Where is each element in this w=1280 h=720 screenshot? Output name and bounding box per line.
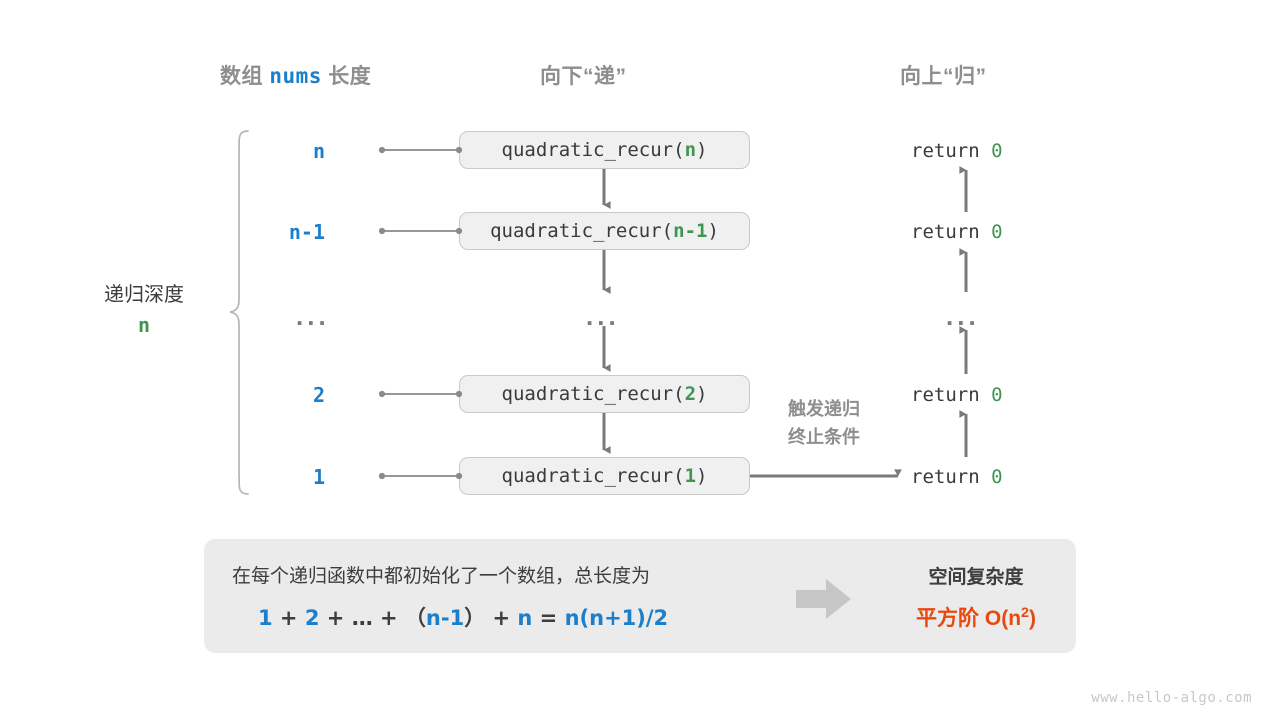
formula-op-3: + （ [372,606,426,630]
return-row-4: return 0 [911,466,1003,488]
left-curly-brace-icon [229,130,249,495]
array-length-row-4: 1 [312,465,325,489]
formula-term-2: 2 [304,606,320,630]
array-length-row-0: n [312,139,325,163]
summary-panel [204,539,1076,653]
space-complexity-order-label: 平方阶 [916,607,985,630]
call-box-row-0-suffix: ) [696,139,708,161]
call-box-row-2-ellipsis: ... [586,301,620,331]
formula-op-2: + [319,606,352,630]
formula-op-1: + [272,606,305,630]
space-complexity-close-paren: ) [1028,607,1036,630]
termination-note-line-1: 触发递归 [788,399,860,419]
column-header-ascend: 向上“归” [900,65,987,88]
call-box-row-3-arg: 2 [684,383,697,405]
formula-term-1: 1 [258,606,273,630]
call-box-row-0[interactable]: quadratic_recur(n) [459,131,750,169]
formula-term-3: … [351,606,373,630]
return-row-2-ellipsis: ... [946,301,980,331]
return-row-0-value: 0 [991,140,1003,162]
return-row-1-text: return [911,221,992,243]
array-length-row-1: n-1 [288,220,325,244]
formula-term-4: n-1 [425,606,465,630]
return-row-0: return 0 [911,140,1003,162]
array-length-row-3: 2 [312,383,325,407]
formula-term-5: n [517,606,533,630]
call-box-row-3[interactable]: quadratic_recur(2) [459,375,750,413]
call-box-row-1-prefix: quadratic_recur( [490,220,674,242]
return-row-3-value: 0 [991,384,1003,406]
summary-description: 在每个递归函数中都初始化了一个数组，总长度为 [232,566,651,587]
call-box-row-1-suffix: ) [707,220,719,242]
site-watermark: www.hello-algo.com [1091,690,1252,706]
termination-condition-note: 触发递归 终止条件 [762,396,886,452]
call-box-row-4[interactable]: quadratic_recur(1) [459,457,750,495]
call-box-row-3-prefix: quadratic_recur( [501,383,685,405]
space-complexity-value: 平方阶 O(n2) [880,602,1072,632]
header-array-nums: nums [269,64,322,88]
return-row-4-text: return [911,466,992,488]
termination-note-line-2: 终止条件 [788,426,860,447]
return-row-3-text: return [911,384,992,406]
block-right-arrow-icon [796,579,851,619]
space-complexity-exponent: 2 [1021,605,1029,621]
return-row-4-value: 0 [991,466,1003,488]
header-array-prefix: 数组 [220,65,270,88]
header-array-suffix: 长度 [321,65,372,88]
connector-lines [378,146,463,480]
call-box-row-3-suffix: ) [696,383,708,405]
call-box-row-4-arg: 1 [684,465,697,487]
return-row-3: return 0 [911,384,1003,406]
call-box-row-1[interactable]: quadratic_recur(n-1) [459,212,750,250]
summary-formula: 1 + 2 + … + （n-1） + n = n(n+1)/2 [258,602,668,632]
space-complexity-title: 空间复杂度 [928,567,1024,588]
return-row-1: return 0 [911,221,1003,243]
call-box-row-4-suffix: ) [696,465,708,487]
formula-op-5: = [532,606,565,630]
space-complexity-bigo: O(n [984,607,1022,630]
call-box-row-0-arg: n [684,139,697,161]
call-box-row-0-prefix: quadratic_recur( [501,139,685,161]
recursion-depth-title: 递归深度 [104,284,184,306]
array-length-row-2-ellipsis: ... [296,301,330,331]
formula-term-6: n(n+1)/2 [564,606,669,630]
return-row-1-value: 0 [991,221,1003,243]
return-row-0-text: return [911,140,992,162]
column-header-descend: 向下“递” [540,65,627,88]
formula-op-4: ） + [464,606,518,630]
call-box-row-1-arg: n-1 [673,220,708,242]
column-header-array-length: 数组 nums 长度 [220,60,371,90]
call-box-row-4-prefix: quadratic_recur( [501,465,685,487]
recursion-depth-value: n [137,313,151,337]
recursion-depth-label: 递归深度 n [92,280,196,340]
